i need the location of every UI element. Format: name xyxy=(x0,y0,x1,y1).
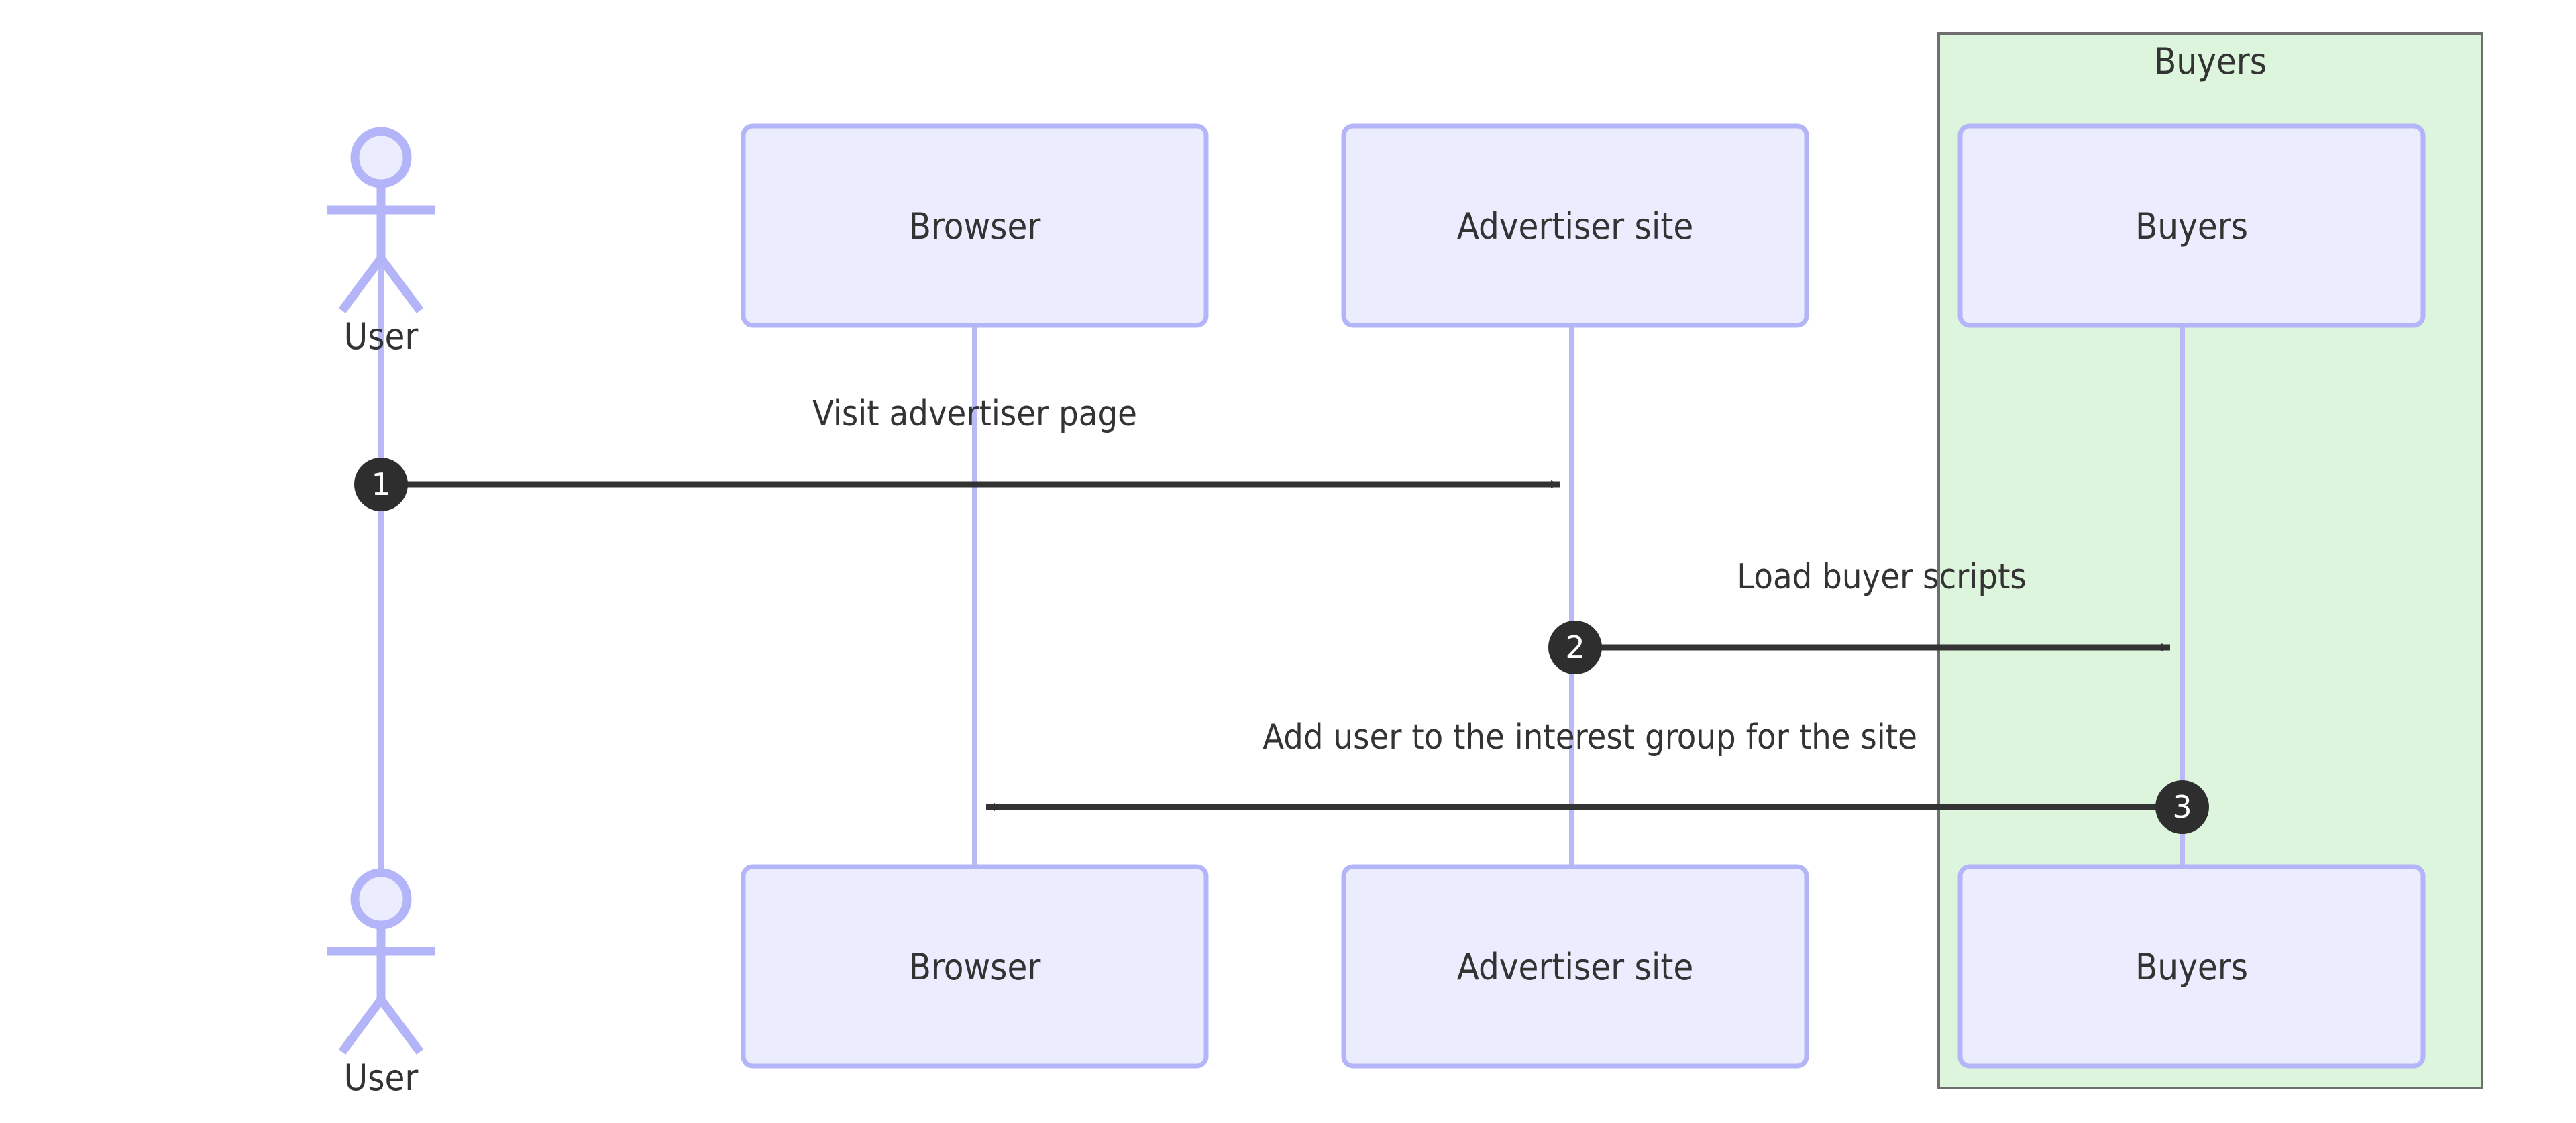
message-label-2: Load buyer scripts xyxy=(1737,557,2027,597)
participant-label-browser-bottom: Browser xyxy=(909,946,1041,988)
participant-label-user-top: User xyxy=(344,315,419,358)
actor-leg-left-icon xyxy=(338,997,385,1055)
message-3[interactable]: Add user to the interest group for the s… xyxy=(986,717,2209,834)
actor-leg-left-icon xyxy=(338,256,385,313)
message-label-1: Visit advertiser page xyxy=(812,394,1137,434)
actor-leg-right-icon xyxy=(377,256,424,313)
participant-label-browser-top: Browser xyxy=(909,205,1041,248)
actor-head-icon xyxy=(350,868,412,930)
sequence-badge-3-label: 3 xyxy=(2172,789,2192,825)
participant-box-browser-bottom xyxy=(741,864,1209,1069)
participant-bottom-buyers[interactable]: Buyers xyxy=(1957,864,2426,1069)
participant-label-advertiser-site-bottom: Advertiser site xyxy=(1457,946,1694,988)
sequence-badge-3-circle xyxy=(2155,780,2209,834)
message-label-3: Add user to the interest group for the s… xyxy=(1263,717,1917,757)
participant-label-buyers-bottom: Buyers xyxy=(2135,946,2248,988)
participant-box-advertiser-site-bottom xyxy=(1341,864,1809,1069)
participant-top-browser[interactable]: Browser xyxy=(741,123,1209,328)
participant-label-user-bottom: User xyxy=(344,1057,419,1099)
participant-top-user[interactable]: User xyxy=(327,127,435,358)
lifelines xyxy=(378,195,2185,929)
sequence-badge-1-label: 1 xyxy=(371,466,390,502)
participant-bottom-browser[interactable]: Browser xyxy=(741,864,1209,1069)
message-1[interactable]: Visit advertiser page 1 xyxy=(354,394,1560,511)
participant-top-advertiser-site[interactable]: Advertiser site xyxy=(1341,123,1809,328)
actor-leg-right-icon xyxy=(377,997,424,1055)
participant-label-advertiser-site-top: Advertiser site xyxy=(1457,205,1694,248)
sequence-badge-2-label: 2 xyxy=(1565,629,1585,665)
participant-bottom-advertiser-site[interactable]: Advertiser site xyxy=(1341,864,1809,1069)
actor-head-icon xyxy=(350,127,412,189)
participant-box-buyers-bottom xyxy=(1957,864,2426,1069)
group-label: Buyers xyxy=(2154,40,2267,83)
participant-box-advertiser-site-top xyxy=(1341,123,1809,328)
participant-label-buyers-top: Buyers xyxy=(2135,205,2248,248)
sequence-badge-2-circle xyxy=(1548,621,1602,674)
participant-box-browser-top xyxy=(741,123,1209,328)
participant-bottom-user[interactable]: User xyxy=(327,868,435,1099)
participant-box-buyers-top xyxy=(1957,123,2426,328)
message-2[interactable]: Load buyer scripts 2 xyxy=(1548,557,2170,674)
participant-top-buyers[interactable]: Buyers xyxy=(1957,123,2426,328)
sequence-badge-1-circle xyxy=(354,458,408,511)
